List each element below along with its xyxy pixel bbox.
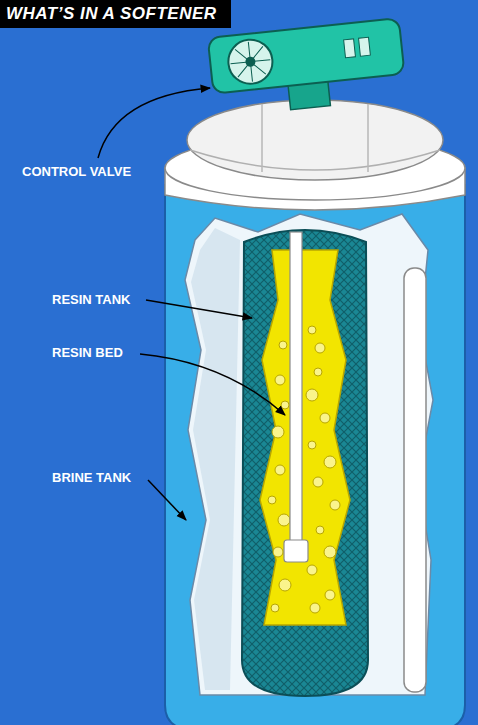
part-label: BRINE TANK (52, 470, 131, 486)
resin-beads (268, 326, 340, 613)
leader-line (148, 480, 186, 520)
riser-tube (290, 232, 302, 550)
part-label: CONTROL VALVE (22, 164, 131, 180)
leader-line (140, 354, 285, 415)
brine-tank-body (165, 185, 465, 725)
title-banner: WHAT’S IN A SOFTENER (0, 0, 231, 28)
leader-line (146, 300, 252, 318)
resin-tank-shell (242, 230, 368, 696)
brine-well (404, 268, 426, 692)
cutaway (185, 214, 433, 695)
part-label: RESIN TANK (52, 292, 130, 308)
distributor (284, 540, 308, 562)
lid (187, 100, 443, 180)
resin-bed (260, 250, 350, 625)
leader-line (98, 88, 210, 158)
cutaway-shade (191, 228, 240, 690)
lid-seam (262, 104, 368, 172)
control-valve (208, 18, 407, 118)
part-label: RESIN BED (52, 345, 123, 361)
lid-edge (190, 150, 440, 170)
